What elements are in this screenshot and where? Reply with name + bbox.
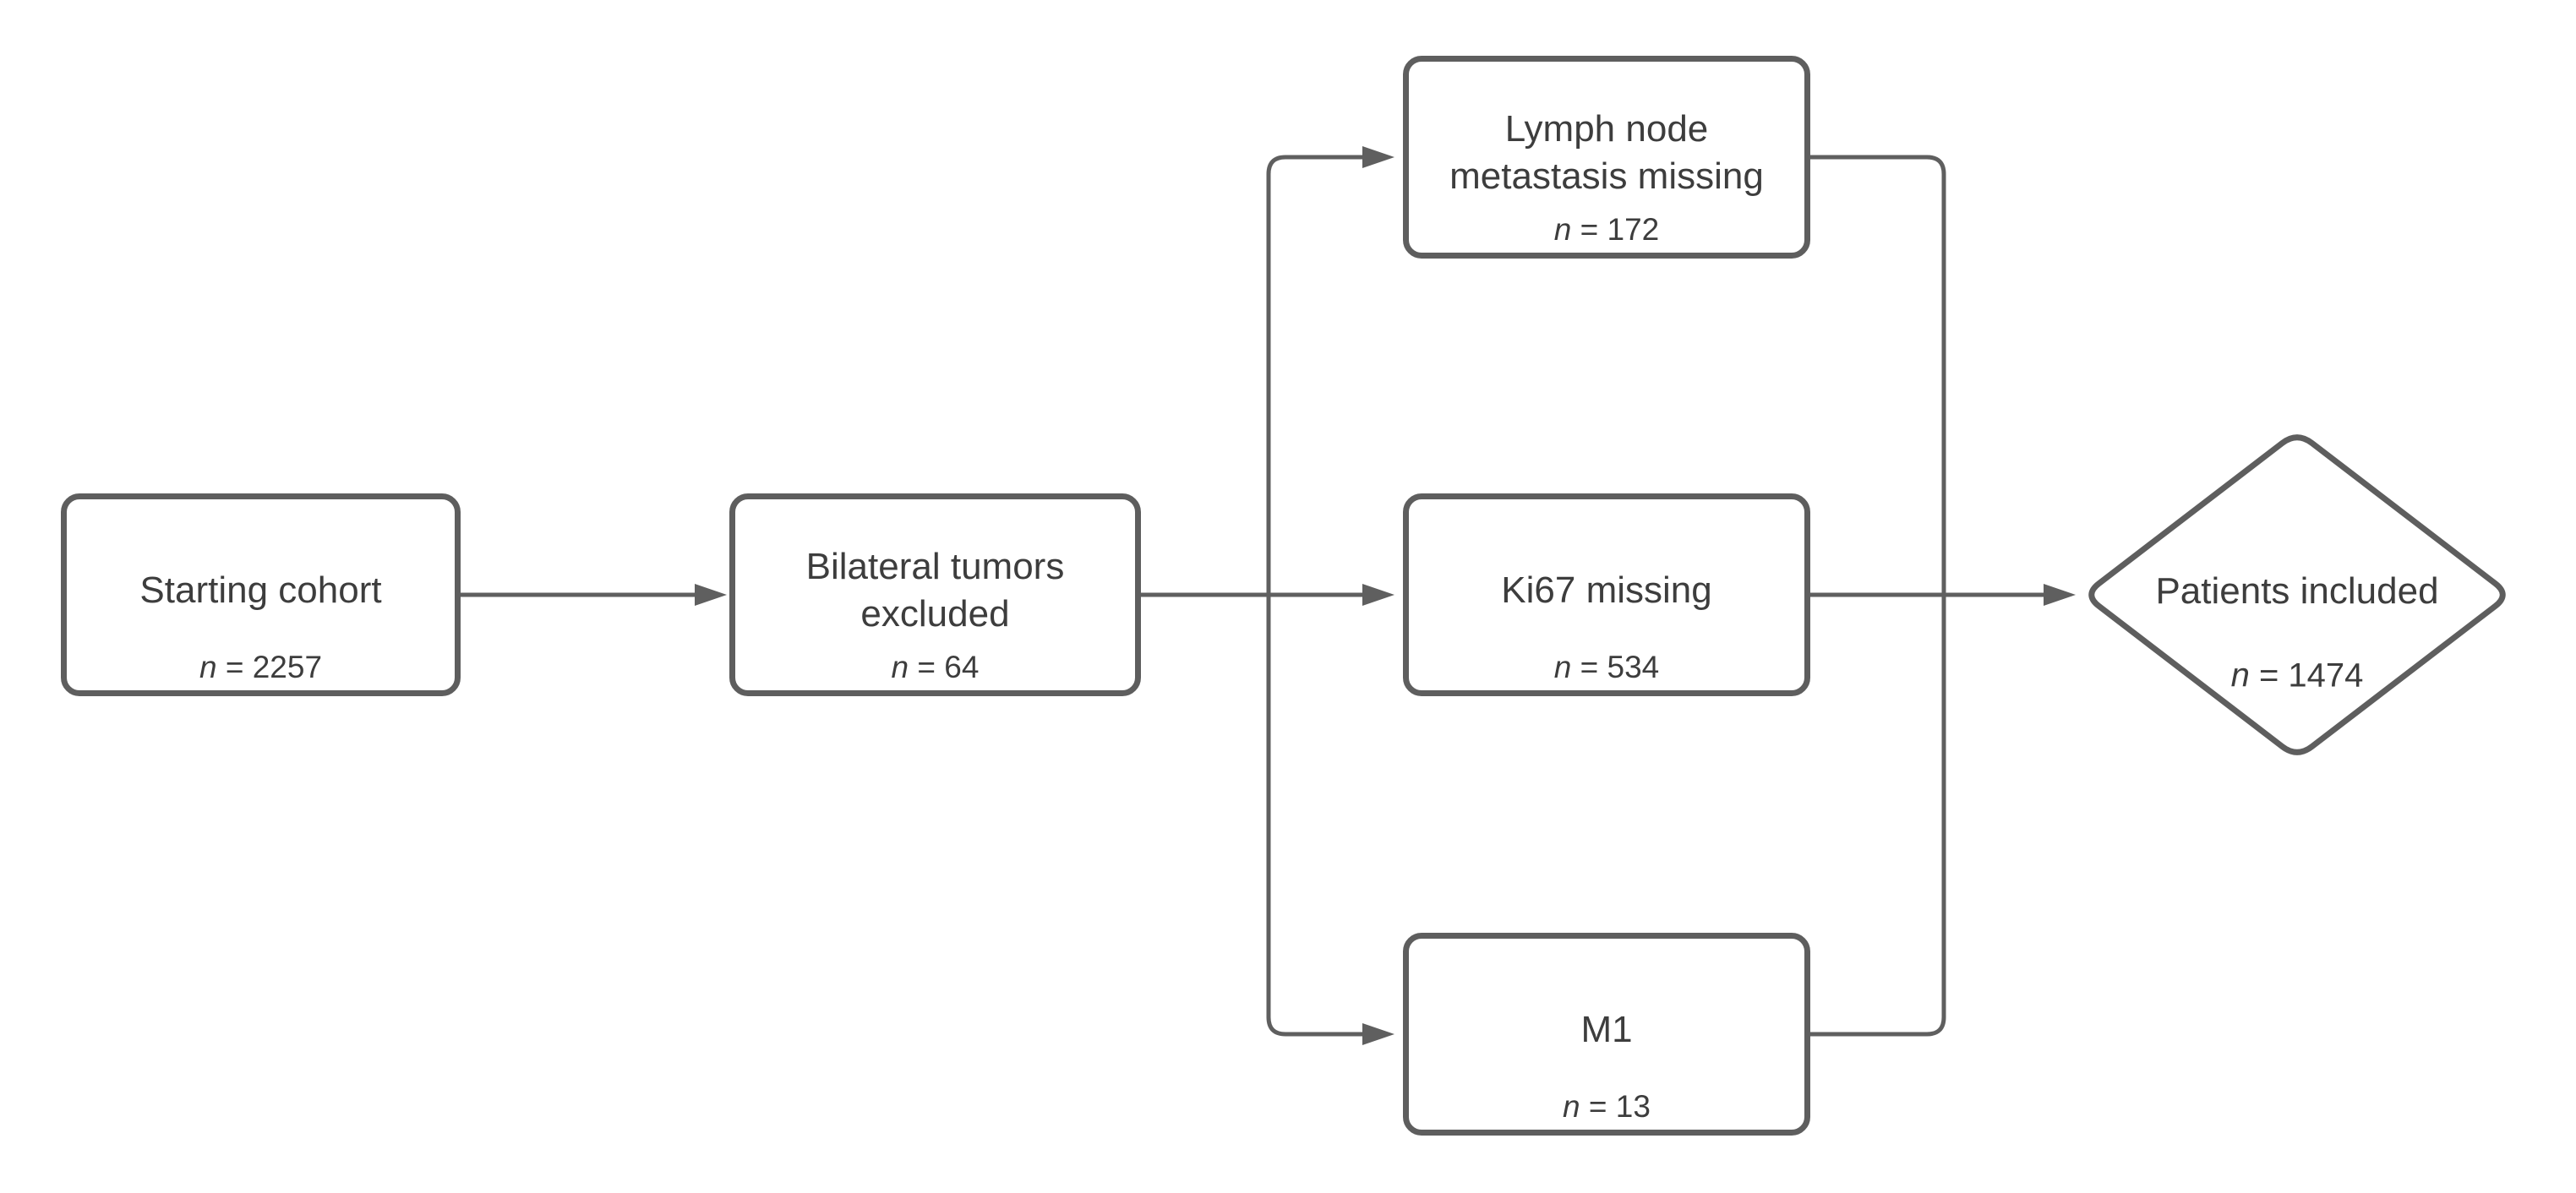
n-prefix: n xyxy=(2230,656,2250,695)
node-count: n = 534 xyxy=(1409,650,1804,685)
n-value: = 534 xyxy=(1580,649,1660,684)
node-count: n = 64 xyxy=(735,650,1135,685)
node-bilateral-tumors-excluded: Bilateral tumors excluded n = 64 xyxy=(729,493,1141,696)
n-value: = 13 xyxy=(1588,1088,1651,1124)
node-label: Ki67 missing xyxy=(1501,569,1712,612)
n-prefix: n xyxy=(1553,649,1572,684)
node-label: Starting cohort xyxy=(139,569,382,612)
node-label: Lymph node metastasis missing xyxy=(1449,108,1764,198)
node-m1: M1 n = 13 xyxy=(1403,933,1810,1136)
node-count: n = 1474 xyxy=(2078,657,2516,695)
node-label: M1 xyxy=(1580,1009,1633,1051)
node-count: n = 172 xyxy=(1409,212,1804,248)
node-ki67-missing: Ki67 missing n = 534 xyxy=(1403,493,1810,696)
edge-bilateral-to-m1 xyxy=(1266,595,1394,1045)
node-count: n = 2257 xyxy=(67,650,455,685)
node-lymph-node-metastasis-missing: Lymph node metastasis missing n = 172 xyxy=(1403,56,1810,259)
diamond-icon xyxy=(2088,434,2506,755)
n-value: = 64 xyxy=(917,649,980,684)
n-value: = 172 xyxy=(1580,211,1660,247)
node-starting-cohort: Starting cohort n = 2257 xyxy=(61,493,461,696)
node-label: Patients included xyxy=(2155,570,2439,613)
n-value: = 2257 xyxy=(225,649,323,684)
n-prefix: n xyxy=(1563,1088,1580,1124)
edge-lymph-to-junction xyxy=(1810,155,1946,595)
node-count: n = 13 xyxy=(1409,1089,1804,1125)
n-prefix: n xyxy=(891,649,909,684)
n-prefix: n xyxy=(1553,211,1572,247)
node-label: Bilateral tumors excluded xyxy=(805,546,1065,635)
edge-bilateral-to-lymph xyxy=(1266,146,1394,595)
node-patients-included: Patients included n = 1474 xyxy=(2078,426,2516,764)
n-prefix: n xyxy=(199,649,217,684)
edge-m1-to-junction xyxy=(1810,595,1946,1037)
n-value: = 1474 xyxy=(2258,656,2364,695)
